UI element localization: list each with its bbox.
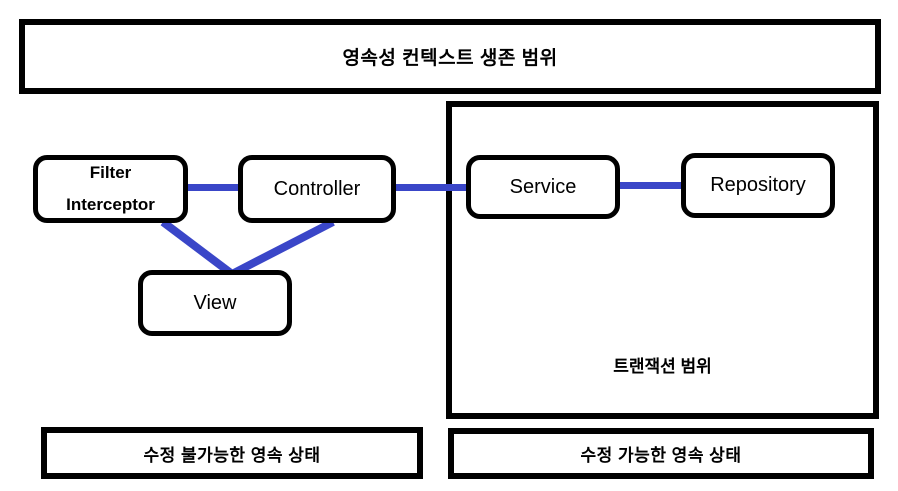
connector-controller-to-service [394,184,470,191]
transaction-scope-label: 트랜잭션 범위 [613,357,712,376]
node-service-label: Service [509,175,577,198]
node-view-label: View [193,291,237,314]
node-filter-interceptor-line1: Filter [89,162,132,182]
node-repository[interactable]: Repository [681,153,835,218]
readonly-persistent-state-label: 수정 불가능한 영속 상태 [143,445,321,465]
connector-controller-to-view [230,218,335,278]
transaction-scope-frame: 트랜잭션 범위 [446,101,879,419]
node-repository-label: Repository [710,174,806,196]
readonly-persistent-state-frame: 수정 불가능한 영속 상태 [41,427,423,479]
node-filter-interceptor[interactable]: Filter Interceptor [33,155,188,223]
connector-service-to-repository [616,182,686,189]
persistence-context-scope-frame: 영속성 컨텍스트 생존 범위 [19,19,881,94]
node-service[interactable]: Service [466,155,620,219]
node-view[interactable]: View [138,270,292,336]
persistence-context-scope-label: 영속성 컨텍스트 생존 범위 [342,48,558,69]
node-filter-interceptor-line2: Interceptor [66,195,155,214]
connector-filter-to-controller [186,184,242,191]
writable-persistent-state-label: 수정 가능한 영속 상태 [580,446,742,465]
node-controller[interactable]: Controller [238,155,396,223]
node-controller-label: Controller [273,177,361,200]
connector-filter-to-view [160,218,235,278]
writable-persistent-state-frame: 수정 가능한 영속 상태 [448,428,874,479]
